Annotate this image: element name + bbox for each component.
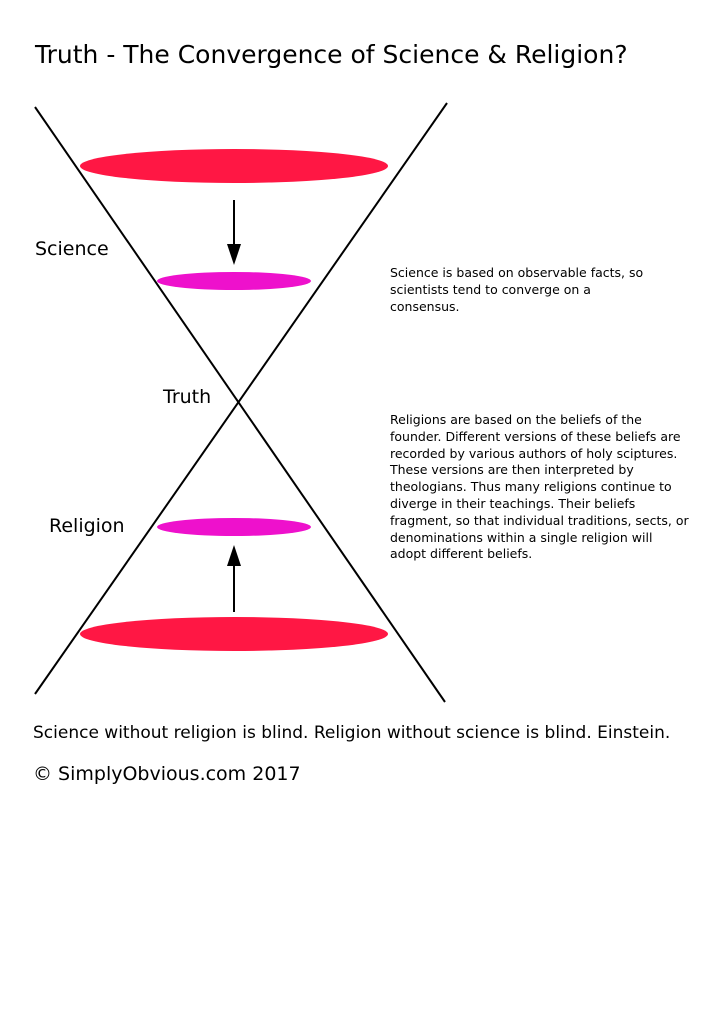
science-down-arrow-icon — [227, 200, 241, 265]
science-note: Science is based on observable facts, so… — [390, 265, 644, 314]
science-label: Science — [35, 238, 109, 260]
religion-wide-ellipse — [80, 617, 388, 651]
diagonal-line-right-to-left — [34, 102, 448, 695]
diagonal-line-left-to-right — [34, 106, 446, 703]
science-narrow-ellipse — [157, 272, 311, 290]
religion-narrow-ellipse — [157, 518, 311, 536]
science-wide-ellipse — [80, 149, 388, 183]
religion-note: Religions are based on the beliefs of th… — [390, 412, 689, 562]
page-title: Truth - The Convergence of Science & Rel… — [35, 40, 628, 69]
religion-label: Religion — [49, 515, 125, 537]
copyright-notice: © SimplyObvious.com 2017 — [33, 763, 301, 785]
truth-label: Truth — [163, 386, 212, 408]
einstein-quote: Science without religion is blind. Relig… — [33, 723, 671, 743]
religion-up-arrow-icon — [227, 545, 241, 612]
